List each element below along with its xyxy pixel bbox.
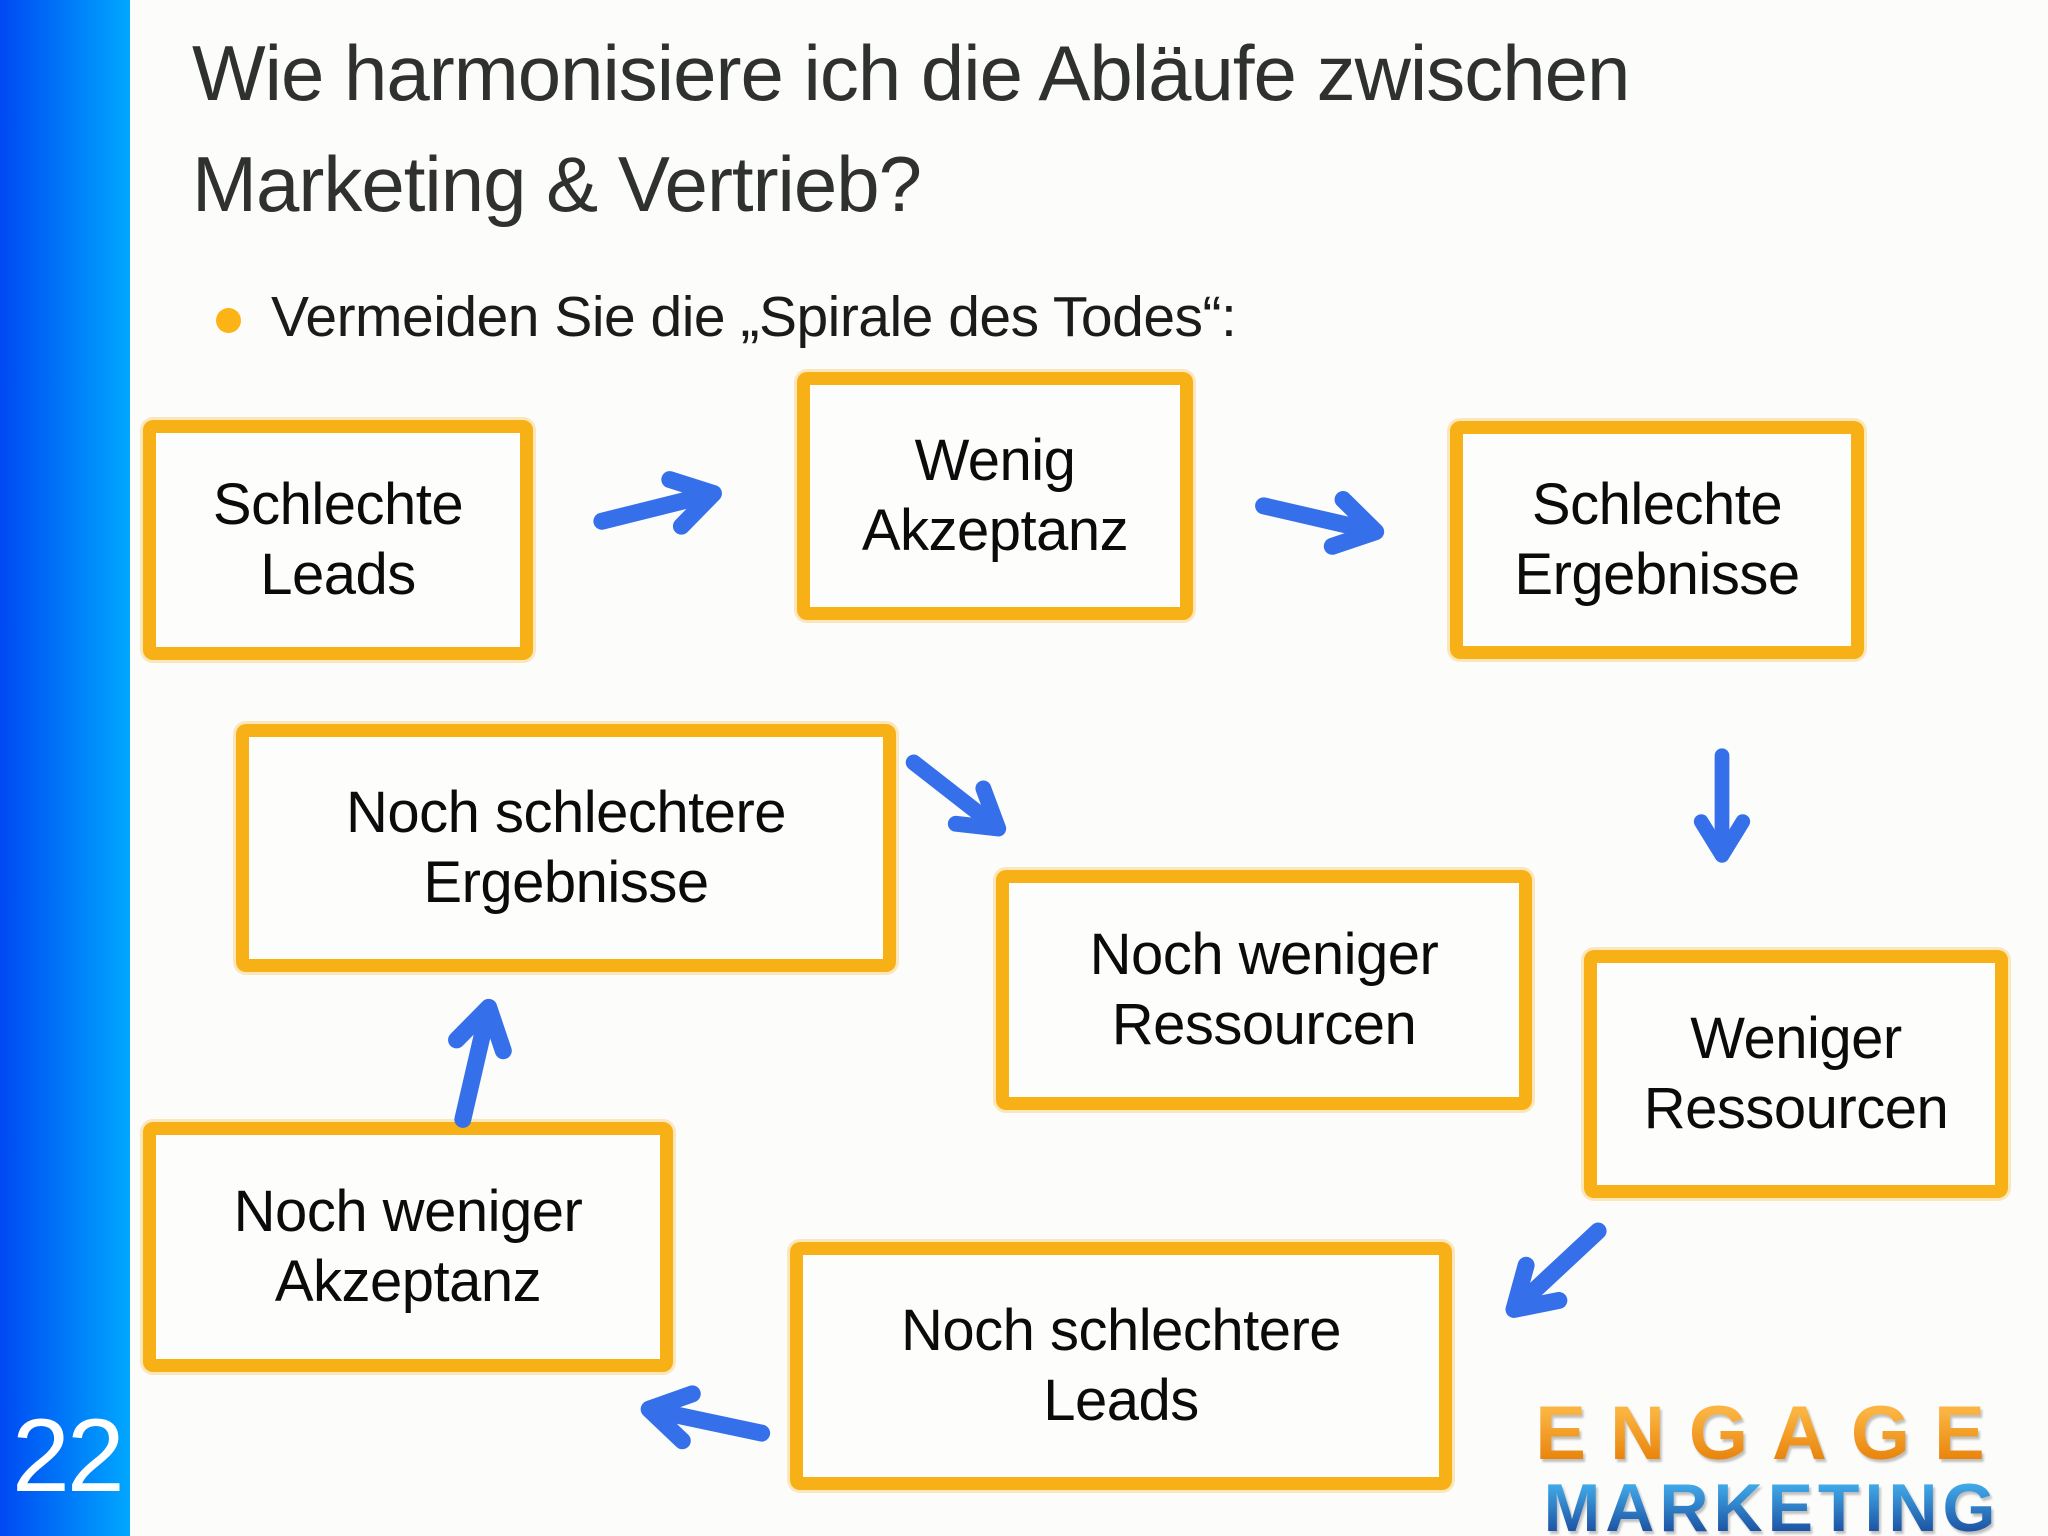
slide-title: Wie harmonisiere ich die Abläufe zwische… [192, 18, 1912, 240]
logo-line-engage: ENGAGE [1502, 1396, 2042, 1472]
note-box-schlechte-leads: Schlechte Leads [143, 420, 533, 660]
box-label-line: Ergebnisse [1514, 542, 1800, 607]
arrow-ergebnisse-to-weniger-ressourcen-icon [1692, 745, 1753, 875]
box-label-line: Wenig [914, 428, 1076, 494]
box-label-line: Schlechte [1531, 472, 1783, 538]
box-label-line: Ergebnisse [423, 850, 709, 915]
bullet-item: Vermeiden Sie die „Spirale des Todes“: [216, 284, 1237, 350]
box-label-line: Akzeptanz [861, 498, 1129, 563]
title-line-2: Marketing & Vertrieb? [192, 139, 922, 228]
sidebar-gradient-bar [0, 0, 130, 1536]
box-label-line: Schlechte [212, 472, 464, 538]
box-label-line: Akzeptanz [274, 1249, 542, 1314]
logo-line-marketing: MARKETING [1502, 1474, 2042, 1536]
note-box-wenig-akzeptanz: Wenig Akzeptanz [797, 372, 1193, 620]
arrow-schlechtere-leads-to-weniger-akzeptanz-icon [619, 1370, 780, 1470]
arrow-weniger-ressourcen-to-schlechtere-leads-icon [1473, 1197, 1630, 1350]
arrow-schlechtere-ergebnisse-to-noch-weniger-ressourcen-icon [885, 730, 1036, 868]
note-box-weniger-ressourcen: Weniger Ressourcen [1584, 950, 2008, 1198]
bullet-dot-icon [216, 307, 241, 333]
page-number: 22 [12, 1398, 125, 1514]
arrow-akzeptanz-to-ergebnisse-icon [1244, 469, 1406, 571]
box-label-line: Leads [1043, 1368, 1199, 1433]
box-label-line: Ressourcen [1111, 992, 1417, 1057]
note-box-noch-weniger-akzeptanz: Noch weniger Akzeptanz [143, 1122, 673, 1372]
bullet-text: Vermeiden Sie die „Spirale des Todes“: [271, 285, 1237, 349]
note-box-noch-schlechtere-ergebnisse: Noch schlechtere Ergebnisse [236, 724, 896, 972]
box-label-line: Noch schlechtere [900, 1298, 1342, 1364]
engage-marketing-logo: ENGAGE MARKETING [1502, 1396, 2042, 1536]
arrow-weniger-akzeptanz-to-schlechtere-ergebnisse-icon [426, 977, 528, 1139]
note-box-noch-schlechtere-leads: Noch schlechtere Leads [790, 1242, 1452, 1490]
box-label-line: Weniger [1690, 1006, 1902, 1072]
box-label-line: Noch weniger [1089, 922, 1439, 988]
title-line-1: Wie harmonisiere ich die Abläufe zwische… [192, 29, 1630, 117]
note-box-noch-weniger-ressourcen: Noch weniger Ressourcen [996, 870, 1532, 1110]
arrow-leads-to-akzeptanz-icon [582, 454, 744, 558]
box-label-line: Noch schlechtere [345, 780, 787, 846]
box-label-line: Leads [260, 542, 416, 607]
box-label-line: Ressourcen [1643, 1076, 1949, 1141]
note-box-schlechte-ergebnisse: Schlechte Ergebnisse [1450, 421, 1864, 659]
box-label-line: Noch weniger [233, 1179, 583, 1245]
